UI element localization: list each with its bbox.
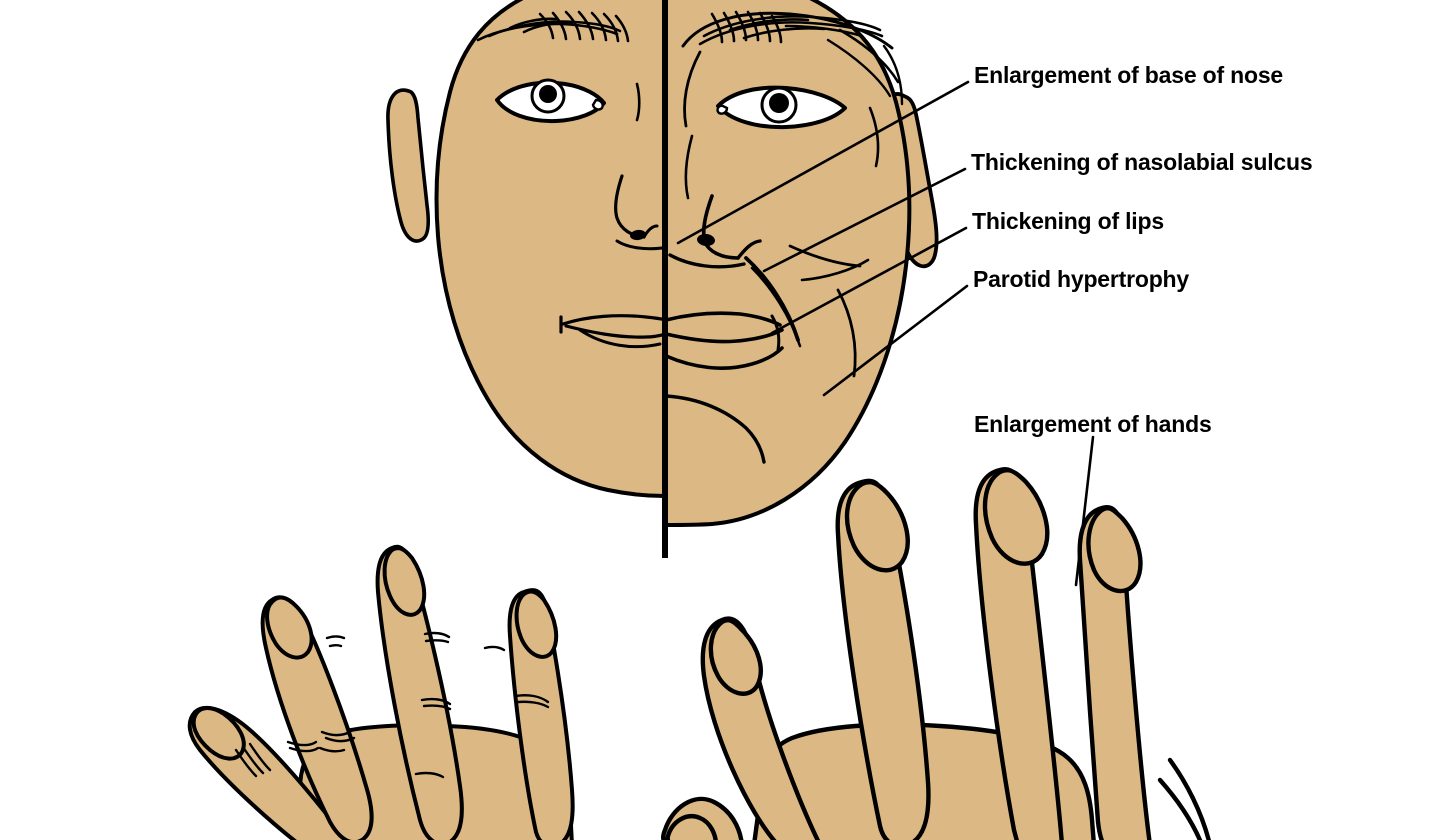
- right-forehead-crease-1: [838, 28, 900, 84]
- callout-label-parotid-hypertrophy: Parotid hypertrophy: [973, 266, 1190, 292]
- right-ring-nail: [982, 467, 1050, 566]
- right-nose-tip: [736, 239, 762, 260]
- left-middle-nail: [382, 546, 427, 617]
- normal-half-features: [476, 10, 665, 349]
- right-nose-base-enlarged: [668, 253, 746, 269]
- right-infraorbital-fold: [684, 134, 694, 200]
- parotid-swelling-contour: [836, 288, 857, 378]
- right-eyebrow: [698, 10, 884, 46]
- nasolabial-sulcus-secondary: [750, 266, 802, 348]
- right-brow-ridge: [681, 11, 894, 50]
- acromegalic-half-features: [665, 10, 904, 464]
- right-malar-crease: [800, 258, 870, 282]
- leader-line-sulcus: [762, 167, 967, 273]
- left-upper-lip: [561, 314, 665, 326]
- left-index-nail: [265, 595, 314, 660]
- right-eye: [716, 85, 847, 130]
- callout-label-enlargement-of-base-of-nose: Enlargement of base of nose: [974, 62, 1283, 88]
- leader-lines: [676, 80, 1095, 587]
- right-temple-crease: [882, 44, 904, 106]
- leader-line-nose: [676, 80, 970, 245]
- left-thumb-nail: [191, 706, 246, 761]
- right-index-nail: [708, 617, 763, 696]
- left-lower-lip: [578, 328, 662, 349]
- callout-label-thickening-of-nasolabial-sulcus: Thickening of nasolabial sulcus: [971, 149, 1313, 175]
- left-ring-nail: [514, 589, 559, 659]
- right-little-nail: [1086, 505, 1143, 594]
- left-hand-creases: [234, 631, 550, 779]
- right-forehead-crease-2: [826, 38, 892, 98]
- right-lateral-crease: [868, 106, 880, 168]
- face-left-half: [434, 0, 667, 498]
- left-nose-base: [615, 239, 664, 251]
- leader-line-hands: [1074, 435, 1095, 587]
- right-hand-ulnar-border: [1157, 777, 1203, 840]
- left-hand-normal: [187, 544, 575, 840]
- right-nostril: [697, 233, 715, 247]
- right-cheek-crease: [788, 244, 862, 268]
- left-eyebrow: [476, 10, 630, 43]
- callout-label-enlargement-of-hands: Enlargement of hands: [974, 411, 1212, 437]
- right-upper-lip: [665, 311, 782, 327]
- right-hand-acromegalic: [661, 467, 1211, 840]
- right-hand-outer-edge: [1167, 757, 1211, 840]
- left-ear: [386, 88, 431, 243]
- left-glabella-line: [635, 82, 641, 122]
- leader-line-parotid: [822, 284, 969, 397]
- right-middle-nail: [844, 479, 910, 573]
- right-lower-lip-thick: [665, 346, 784, 370]
- left-eye: [495, 78, 606, 124]
- right-mouth-corner: [770, 314, 781, 352]
- right-thumb-nail: [665, 814, 718, 840]
- left-nostril: [630, 229, 646, 241]
- callout-label-thickening-of-lips: Thickening of lips: [972, 208, 1164, 234]
- face-group: [386, 0, 939, 558]
- prognathic-chin-crease: [665, 394, 766, 464]
- left-lip-line: [564, 324, 665, 339]
- right-orbital-fold: [683, 50, 702, 128]
- leader-line-lips: [770, 226, 968, 335]
